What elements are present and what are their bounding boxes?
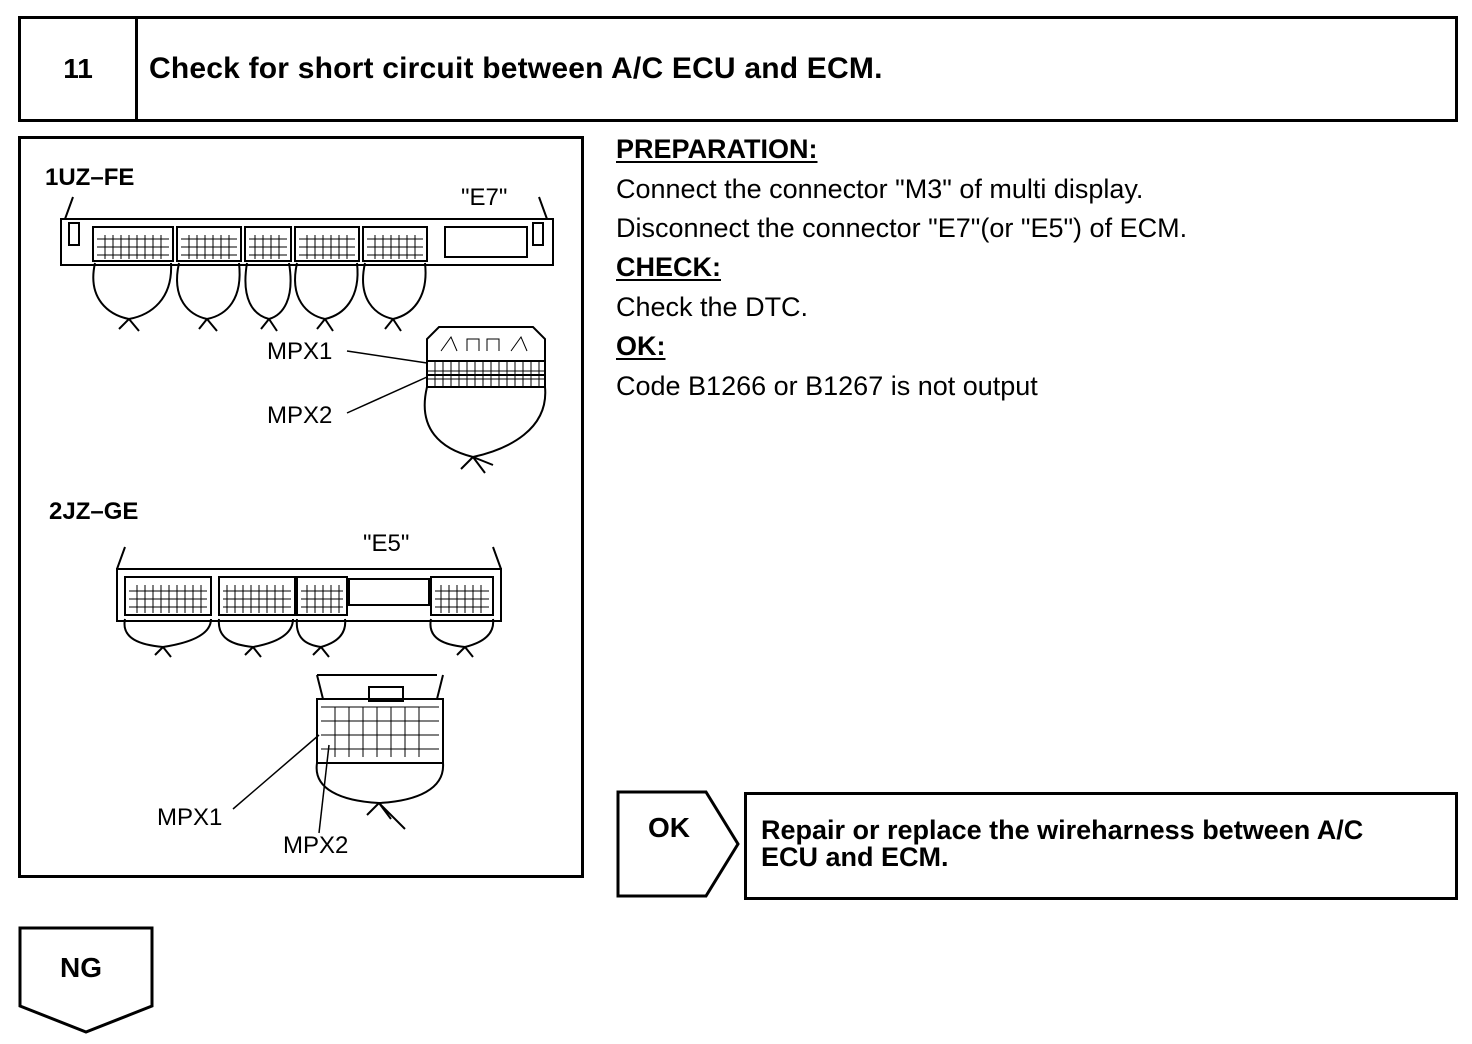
connector2-label: "E5" (363, 530, 409, 557)
ng-arrow-tag (18, 926, 154, 1034)
ng-label: NG (60, 952, 102, 983)
check-heading: CHECK: (616, 252, 721, 282)
connector-figure: 1UZ–FE "E7" MPX1 MPX2 2JZ–GE "E5" MPX1 M… (18, 136, 584, 878)
ok-result-box: Repair or replace the wireharness betwee… (744, 792, 1458, 900)
check-line-1: Check the DTC. (616, 292, 809, 322)
engine1-mpx1-label: MPX1 (267, 338, 332, 365)
engine1-label: 1UZ–FE (45, 164, 134, 191)
engine2-mpx1-label: MPX1 (157, 804, 222, 831)
ok-line-1: Code B1266 or B1267 is not output (616, 371, 1038, 401)
ok-heading: OK: (616, 331, 666, 361)
engine1-mpx2-label: MPX2 (267, 402, 332, 429)
connector1-label: "E7" (461, 184, 507, 211)
ok-result-text: Repair or replace the wireharness betwee… (761, 817, 1451, 871)
ok-arrow-tag (616, 790, 740, 898)
preparation-line-2: Disconnect the connector "E7"(or "E5") o… (616, 213, 1188, 243)
ok-label: OK (648, 812, 690, 843)
ok-result-line-2: ECU and ECM. (761, 842, 949, 872)
connector-diagram: 1UZ–FE "E7" MPX1 MPX2 2JZ–GE "E5" MPX1 M… (45, 164, 554, 859)
engine2-label: 2JZ–GE (49, 498, 138, 525)
engine2-mpx2-label: MPX2 (283, 832, 348, 859)
step-number: 11 (21, 19, 138, 119)
preparation-line-1: Connect the connector "M3" of multi disp… (616, 174, 1144, 204)
preparation-heading: PREPARATION: (616, 134, 818, 164)
step-header: 11 Check for short circuit between A/C E… (18, 16, 1458, 122)
ok-result-line-1: Repair or replace the wireharness betwee… (761, 815, 1364, 845)
step-title: Check for short circuit between A/C ECU … (149, 52, 883, 85)
